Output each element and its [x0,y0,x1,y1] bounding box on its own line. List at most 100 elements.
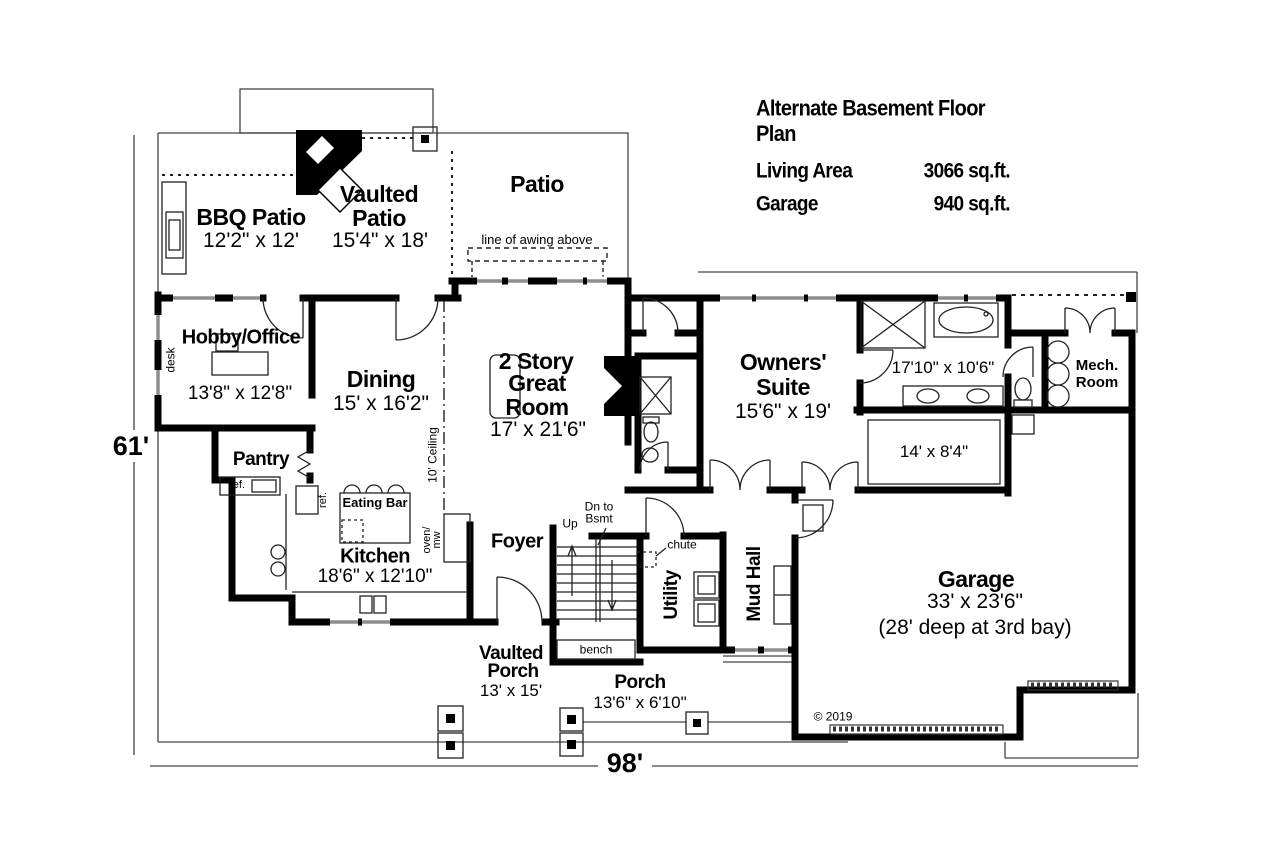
awning-dashed-box [467,247,608,262]
wc-door [1002,346,1034,378]
foyer-label: Foyer [491,530,543,553]
roof-notch-outline [239,88,434,134]
mud-hall-label: Mud Hall [744,546,766,622]
great-room-dims: 17' x 21'6" [489,417,587,441]
garage-entry-door [794,499,834,539]
outline-lines [133,88,1139,767]
hobby-office-dims: 13'8" x 12'8" [187,383,293,405]
dashed-lines [162,137,1136,513]
up-arrow-icon [567,544,577,596]
vaulted-porch-label-1: Vaulted [478,643,544,665]
patio-label: Patio [510,170,564,197]
mech-room-double-door [1064,307,1116,334]
bathtub-icon [933,302,999,338]
bbq-patio-label: BBQ Patio [196,203,306,230]
mudhall-bench-icon [773,565,792,625]
great-room-fireplace-icon [604,356,638,416]
patio-post [412,126,438,152]
owners-suite-dims: 15'6" x 19' [734,399,832,423]
ceiling-note: 10' Ceiling [425,427,440,483]
utility-door [645,497,685,537]
garage-note: (28' deep at 3rd bay) [878,615,1072,639]
closet-outline [867,419,1001,485]
vaulted-patio-dims: 15'4" x 18' [331,228,429,252]
mech-room-label-2: Room [1075,374,1119,392]
washer-dryer-icon [693,571,720,627]
powder-room-fixtures [639,376,672,463]
awning-note: line of awing above [481,232,593,248]
pedestal-sink-icon [641,447,659,463]
utility-label: Utility [661,570,683,620]
water-heater-icon [802,504,824,532]
title-block: Alternate Basement Floor Plan Living Are… [756,97,1011,217]
down-arrow-icon [607,560,617,612]
powder-room-door [639,441,669,471]
porch-label: Porch [614,672,666,694]
mech-tanks-icon [1046,340,1070,408]
walls [154,277,1136,741]
hearth-cabinet-icon [489,354,521,419]
bench-icon [556,639,636,660]
hobby-office-door [262,297,304,339]
windows [153,276,996,655]
driveway-line [1004,693,1139,759]
great-room-label-3: Room [505,393,569,420]
front-door [496,576,543,623]
powder-shower-icon [639,376,672,415]
pantry-ref-label: ref. [229,479,245,492]
double-vanity-icon [902,385,1004,407]
owners-bath-fixtures [860,300,1004,407]
garage-area-label: Garage [756,192,818,216]
vaulted-patio-label-1: Vaulted [339,180,419,207]
up-label: Up [562,516,578,531]
garage-utility-box [1011,414,1035,435]
kitchen-ref-label: ref. [317,492,330,508]
living-area-value: 3066 sq.ft. [923,159,1011,183]
plan-title: Alternate Basement Floor Plan [756,97,986,147]
fridge-icon [295,485,319,515]
mudhall-steps [723,655,795,663]
owners-suite-label-1: Owners' [739,348,827,375]
dining-dims: 15' x 16'2" [332,391,430,415]
great-room-label-2: Great [508,369,566,396]
garage-doors [829,680,1119,735]
kitchen-label: Kitchen [340,545,410,568]
bbq-grill-icon [161,181,187,275]
porch-posts [437,705,709,759]
hall-closet-door [642,297,679,334]
mech-room-label-1: Mech. [1075,357,1119,375]
wc-toilet-icon [1013,377,1033,408]
chute-label: chute [667,537,697,552]
eating-bar-icon [339,484,411,544]
living-area-label: Living Area [756,159,853,183]
fixtures [161,126,1070,759]
vaulted-patio-label-2: Patio [352,204,406,231]
width-dimension-label: 98' [606,747,644,778]
garage-area-row: Garage 940 sq.ft. [756,192,1011,217]
pantry-label: Pantry [232,449,290,471]
hobby-office-label: Hobby/Office [181,326,301,349]
great-room-label-1: 2 Story [498,347,574,374]
owners-suite-label-2: Suite [756,373,810,400]
owners-bath-door [859,349,894,384]
pantry-ref-icon [219,476,281,496]
bbq-patio-dims: 12'2" x 12' [202,228,300,252]
garage-label: Garage [937,565,1015,592]
pantry-bifold-door [296,449,312,479]
dining-patio-door [395,297,439,341]
garage-area-value: 940 sq.ft. [933,192,1011,216]
stairs-icon [556,527,637,660]
owners-suite-double-door [709,459,771,491]
porch-dims: 13'6" x 6'10" [593,693,687,713]
doors [262,297,1116,623]
dn-label-1: Dn to [584,499,614,514]
oven-label-2: mw [431,531,444,549]
owners-bath-dims: 17'10" x 10'6" [891,358,995,378]
laundry-chute-icon [636,547,667,568]
kitchen-counters [270,485,471,614]
eating-bar-label: Eating Bar [342,495,408,511]
height-dimension-label: 61' [112,430,150,461]
toilet-icon [642,416,660,424]
copyright-label: © 2019 [813,709,853,724]
